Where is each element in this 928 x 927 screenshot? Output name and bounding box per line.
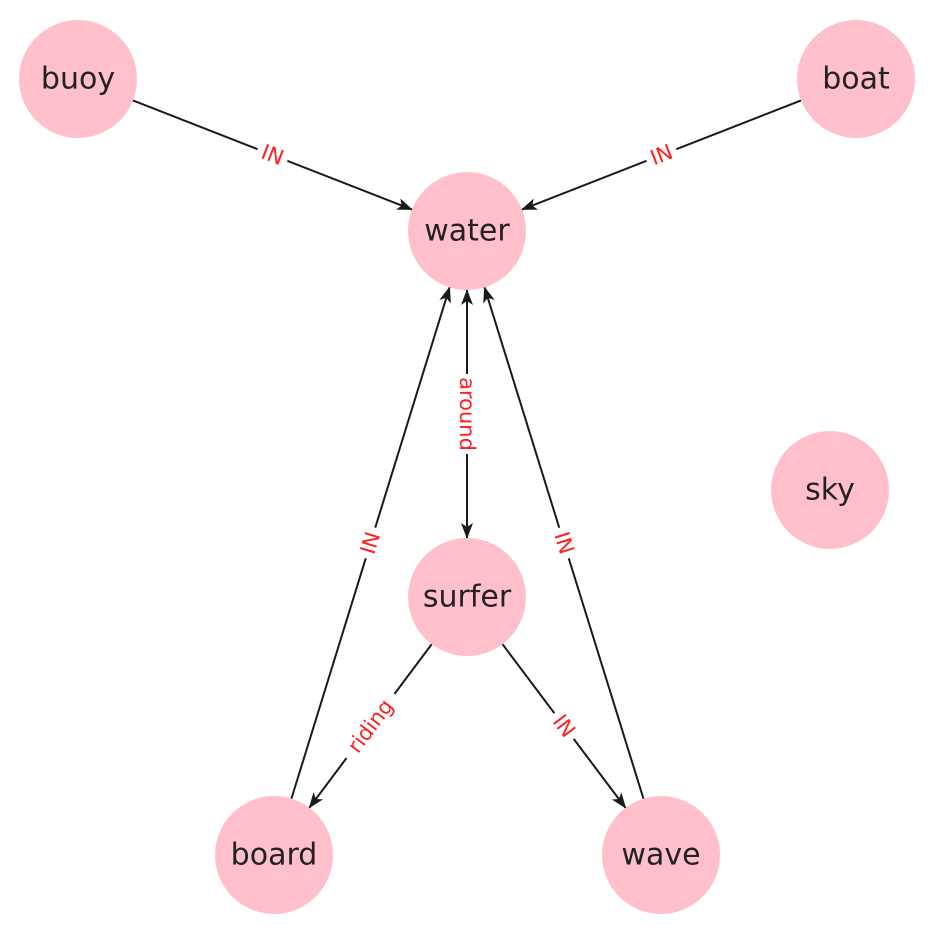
edge-label-group: IN: [641, 137, 682, 173]
edge-label-water-surfer: around: [455, 377, 479, 451]
node-label-sky: sky: [805, 473, 855, 508]
node-circle-boat: [797, 20, 915, 138]
edge-label-background: [641, 137, 682, 173]
node-sky: sky: [771, 431, 889, 549]
node-board: board: [215, 796, 333, 914]
node-circle-board: [215, 796, 333, 914]
node-circle-sky: [771, 431, 889, 549]
node-label-wave: wave: [621, 838, 700, 873]
node-circle-buoy: [19, 20, 137, 138]
node-circle-surfer: [408, 538, 526, 656]
edge-label-group: riding: [336, 686, 405, 766]
node-water: water: [408, 172, 526, 290]
edge-label-group: IN: [353, 523, 388, 563]
edge-label-surfer-board: riding: [343, 695, 398, 758]
edge-label-group: around: [454, 374, 480, 454]
edge-label-background: [336, 686, 405, 766]
edge-label-background: [454, 374, 480, 454]
nodes-layer: buoy boat water sky surfer board wave: [19, 20, 915, 914]
edge-label-background: [252, 137, 293, 173]
edge-label-group: IN: [252, 137, 293, 173]
node-circle-water: [408, 172, 526, 290]
node-label-surfer: surfer: [423, 580, 512, 615]
edge-label-background: [546, 523, 582, 563]
node-label-boat: boat: [822, 62, 890, 97]
edge-label-background: [543, 705, 585, 747]
node-circle-wave: [602, 796, 720, 914]
node-surfer: surfer: [408, 538, 526, 656]
node-boat: boat: [797, 20, 915, 138]
node-label-board: board: [231, 838, 318, 873]
edge-label-background: [353, 523, 388, 563]
node-label-buoy: buoy: [41, 62, 115, 97]
node-label-water: water: [424, 214, 510, 249]
edge-label-group: IN: [546, 523, 582, 563]
node-wave: wave: [602, 796, 720, 914]
edge-label-group: IN: [543, 705, 585, 747]
node-buoy: buoy: [19, 20, 137, 138]
